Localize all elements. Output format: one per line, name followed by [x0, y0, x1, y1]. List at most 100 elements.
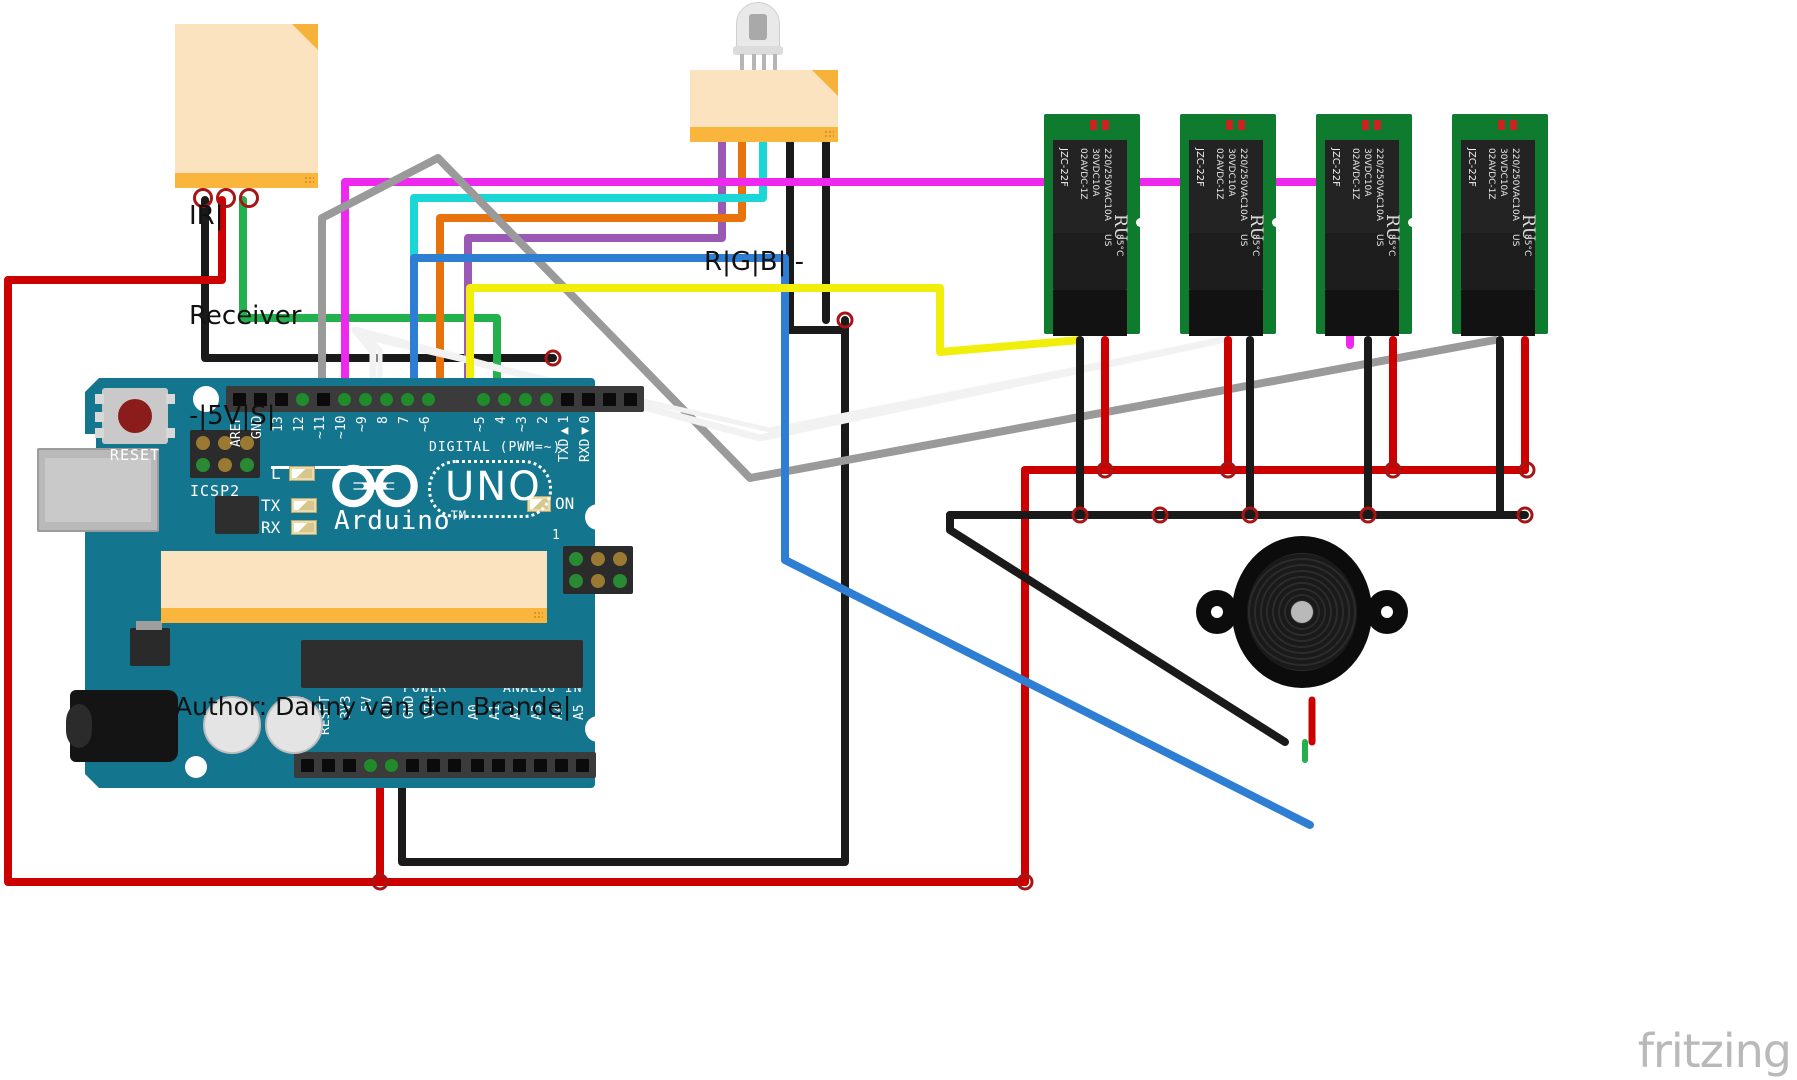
dc-barrel-jack	[66, 690, 178, 762]
led-rx-label: RX	[261, 518, 281, 537]
led-leg-g	[762, 54, 766, 80]
relay-cert: US	[1102, 234, 1112, 247]
note-fold-corner	[292, 24, 318, 50]
note-resize-grip[interactable]	[824, 130, 834, 139]
note-resize-grip[interactable]	[533, 611, 543, 620]
board-corner-notch	[85, 378, 99, 392]
relay-terminal-block[interactable]	[1325, 290, 1399, 336]
ir-receiver-module[interactable]	[193, 188, 261, 210]
led-l	[289, 466, 315, 481]
led-die	[749, 14, 767, 40]
buzzer-mount-tab	[1366, 590, 1408, 634]
relay-cert: US	[1238, 234, 1248, 247]
fritzing-watermark: fritzing	[1637, 1024, 1792, 1078]
relay-can	[1053, 140, 1127, 290]
relay-led	[1362, 120, 1369, 130]
relay-terminal-block[interactable]	[1189, 290, 1263, 336]
mount-hole	[585, 716, 611, 742]
voltage-regulator	[130, 621, 170, 666]
led-l-label: L	[271, 464, 281, 483]
analog-header[interactable]	[464, 752, 596, 778]
relay-temp: 85°C	[1250, 234, 1260, 257]
brand-text: Arduino	[334, 506, 451, 536]
rgb-led[interactable]	[733, 2, 783, 80]
relay-led	[1498, 120, 1505, 130]
relay-module-2[interactable]: JZC-22F 02AVDC-1Z 30VDC10A 220/250VAC10A…	[1180, 114, 1281, 336]
relay-rating-ac: 220/250VAC10A	[1374, 148, 1384, 221]
mount-hole	[1408, 218, 1417, 227]
relay-cert: US	[1374, 234, 1384, 247]
uno-ring	[428, 460, 552, 518]
note-footer-bar	[161, 608, 547, 623]
relay-module-4[interactable]: JZC-22F 02AVDC-1Z 30VDC10A 220/250VAC10A…	[1452, 114, 1548, 336]
mount-hole	[585, 504, 611, 530]
led-leg-cathode	[752, 54, 756, 80]
note-resize-grip[interactable]	[304, 176, 314, 185]
ul-mark: RU	[1110, 214, 1130, 242]
electrolytic-cap	[203, 696, 261, 754]
led-tx	[291, 498, 317, 513]
piezo-buzzer[interactable]	[1196, 536, 1408, 696]
relay-model: JZC-22F	[1058, 148, 1069, 187]
arduino-infinity-logo	[332, 464, 418, 508]
relay-led	[1090, 120, 1097, 130]
note-footer-bar	[175, 173, 318, 188]
digital-header[interactable]	[226, 386, 644, 412]
note-rgb-text: R|G|B| -	[704, 247, 804, 278]
note-rgb-led[interactable]: R|G|B| -	[690, 70, 838, 277]
relay-coil: 02AVDC-1Z	[1350, 148, 1360, 200]
reset-button[interactable]	[95, 388, 175, 444]
relay-can	[1325, 140, 1399, 290]
power-header[interactable]	[294, 752, 468, 778]
relay-led	[1374, 120, 1381, 130]
led-leg-r	[740, 54, 744, 80]
reset-button-cap[interactable]	[118, 399, 152, 433]
relay-module-3[interactable]: JZC-22F 02AVDC-1Z 30VDC10A 220/250VAC10A…	[1316, 114, 1417, 336]
board-corner-notch	[85, 774, 99, 788]
icsp1-label: 1	[552, 528, 561, 543]
led-rx	[291, 520, 317, 535]
relay-rating-dc: 30VDC10A	[1090, 148, 1100, 197]
atmega-mcu	[301, 640, 583, 688]
electrolytic-cap	[265, 696, 323, 754]
relay-terminal-block[interactable]	[1053, 290, 1127, 336]
relay-model: JZC-22F	[1194, 148, 1205, 187]
buzzer-mount-tab	[1196, 590, 1238, 634]
led-leg-b	[773, 54, 777, 80]
relay-led	[1226, 120, 1233, 130]
led-on-label: ON	[555, 494, 575, 513]
icsp2-header[interactable]	[190, 430, 260, 478]
relay-rating-ac: 220/250VAC10A	[1510, 148, 1520, 221]
relay-coil: 02AVDC-1Z	[1486, 148, 1496, 200]
pin-label: RXD◀0	[578, 416, 593, 463]
note-author[interactable]: Author: Danny van den Brande|	[161, 551, 571, 721]
ir-pin-signal[interactable]	[239, 188, 259, 208]
silk-line	[271, 466, 391, 469]
icsp1-header[interactable]	[563, 546, 633, 594]
ir-pin-gnd[interactable]	[193, 188, 213, 208]
relay-rating-ac: 220/250VAC10A	[1238, 148, 1248, 221]
icsp2-label: ICSP2	[190, 482, 241, 500]
tm-mark: TM	[450, 508, 468, 523]
relay-module-1[interactable]: JZC-22F 02AVDC-1Z 30VDC10A 220/250VAC10A…	[1044, 114, 1145, 336]
relay-model: JZC-22F	[1466, 148, 1477, 187]
note-ir-line2: Receiver	[189, 301, 302, 332]
reset-label: RESET	[109, 446, 161, 464]
ul-mark: RU	[1518, 214, 1538, 242]
note-ir-line3: -|5V|S|	[189, 400, 276, 431]
led-tx-label: TX	[261, 496, 281, 515]
relay-led	[1102, 120, 1109, 130]
note-ir-receiver[interactable]: IR| Receiver -|5V|S|	[175, 24, 318, 431]
buzzer-body	[1232, 536, 1372, 688]
relay-temp: 85°C	[1522, 234, 1532, 257]
relay-coil: 02AVDC-1Z	[1078, 148, 1088, 200]
ir-pin-5v[interactable]	[216, 188, 236, 208]
relay-terminal-block[interactable]	[1461, 290, 1535, 336]
relay-rating-dc: 30VDC10A	[1226, 148, 1236, 197]
note-footer-bar	[690, 127, 838, 142]
brand-label: ArduinoTM	[334, 506, 467, 536]
mount-hole	[1272, 218, 1281, 227]
usb-b-connector	[37, 448, 159, 532]
relay-model: JZC-22F	[1330, 148, 1341, 187]
